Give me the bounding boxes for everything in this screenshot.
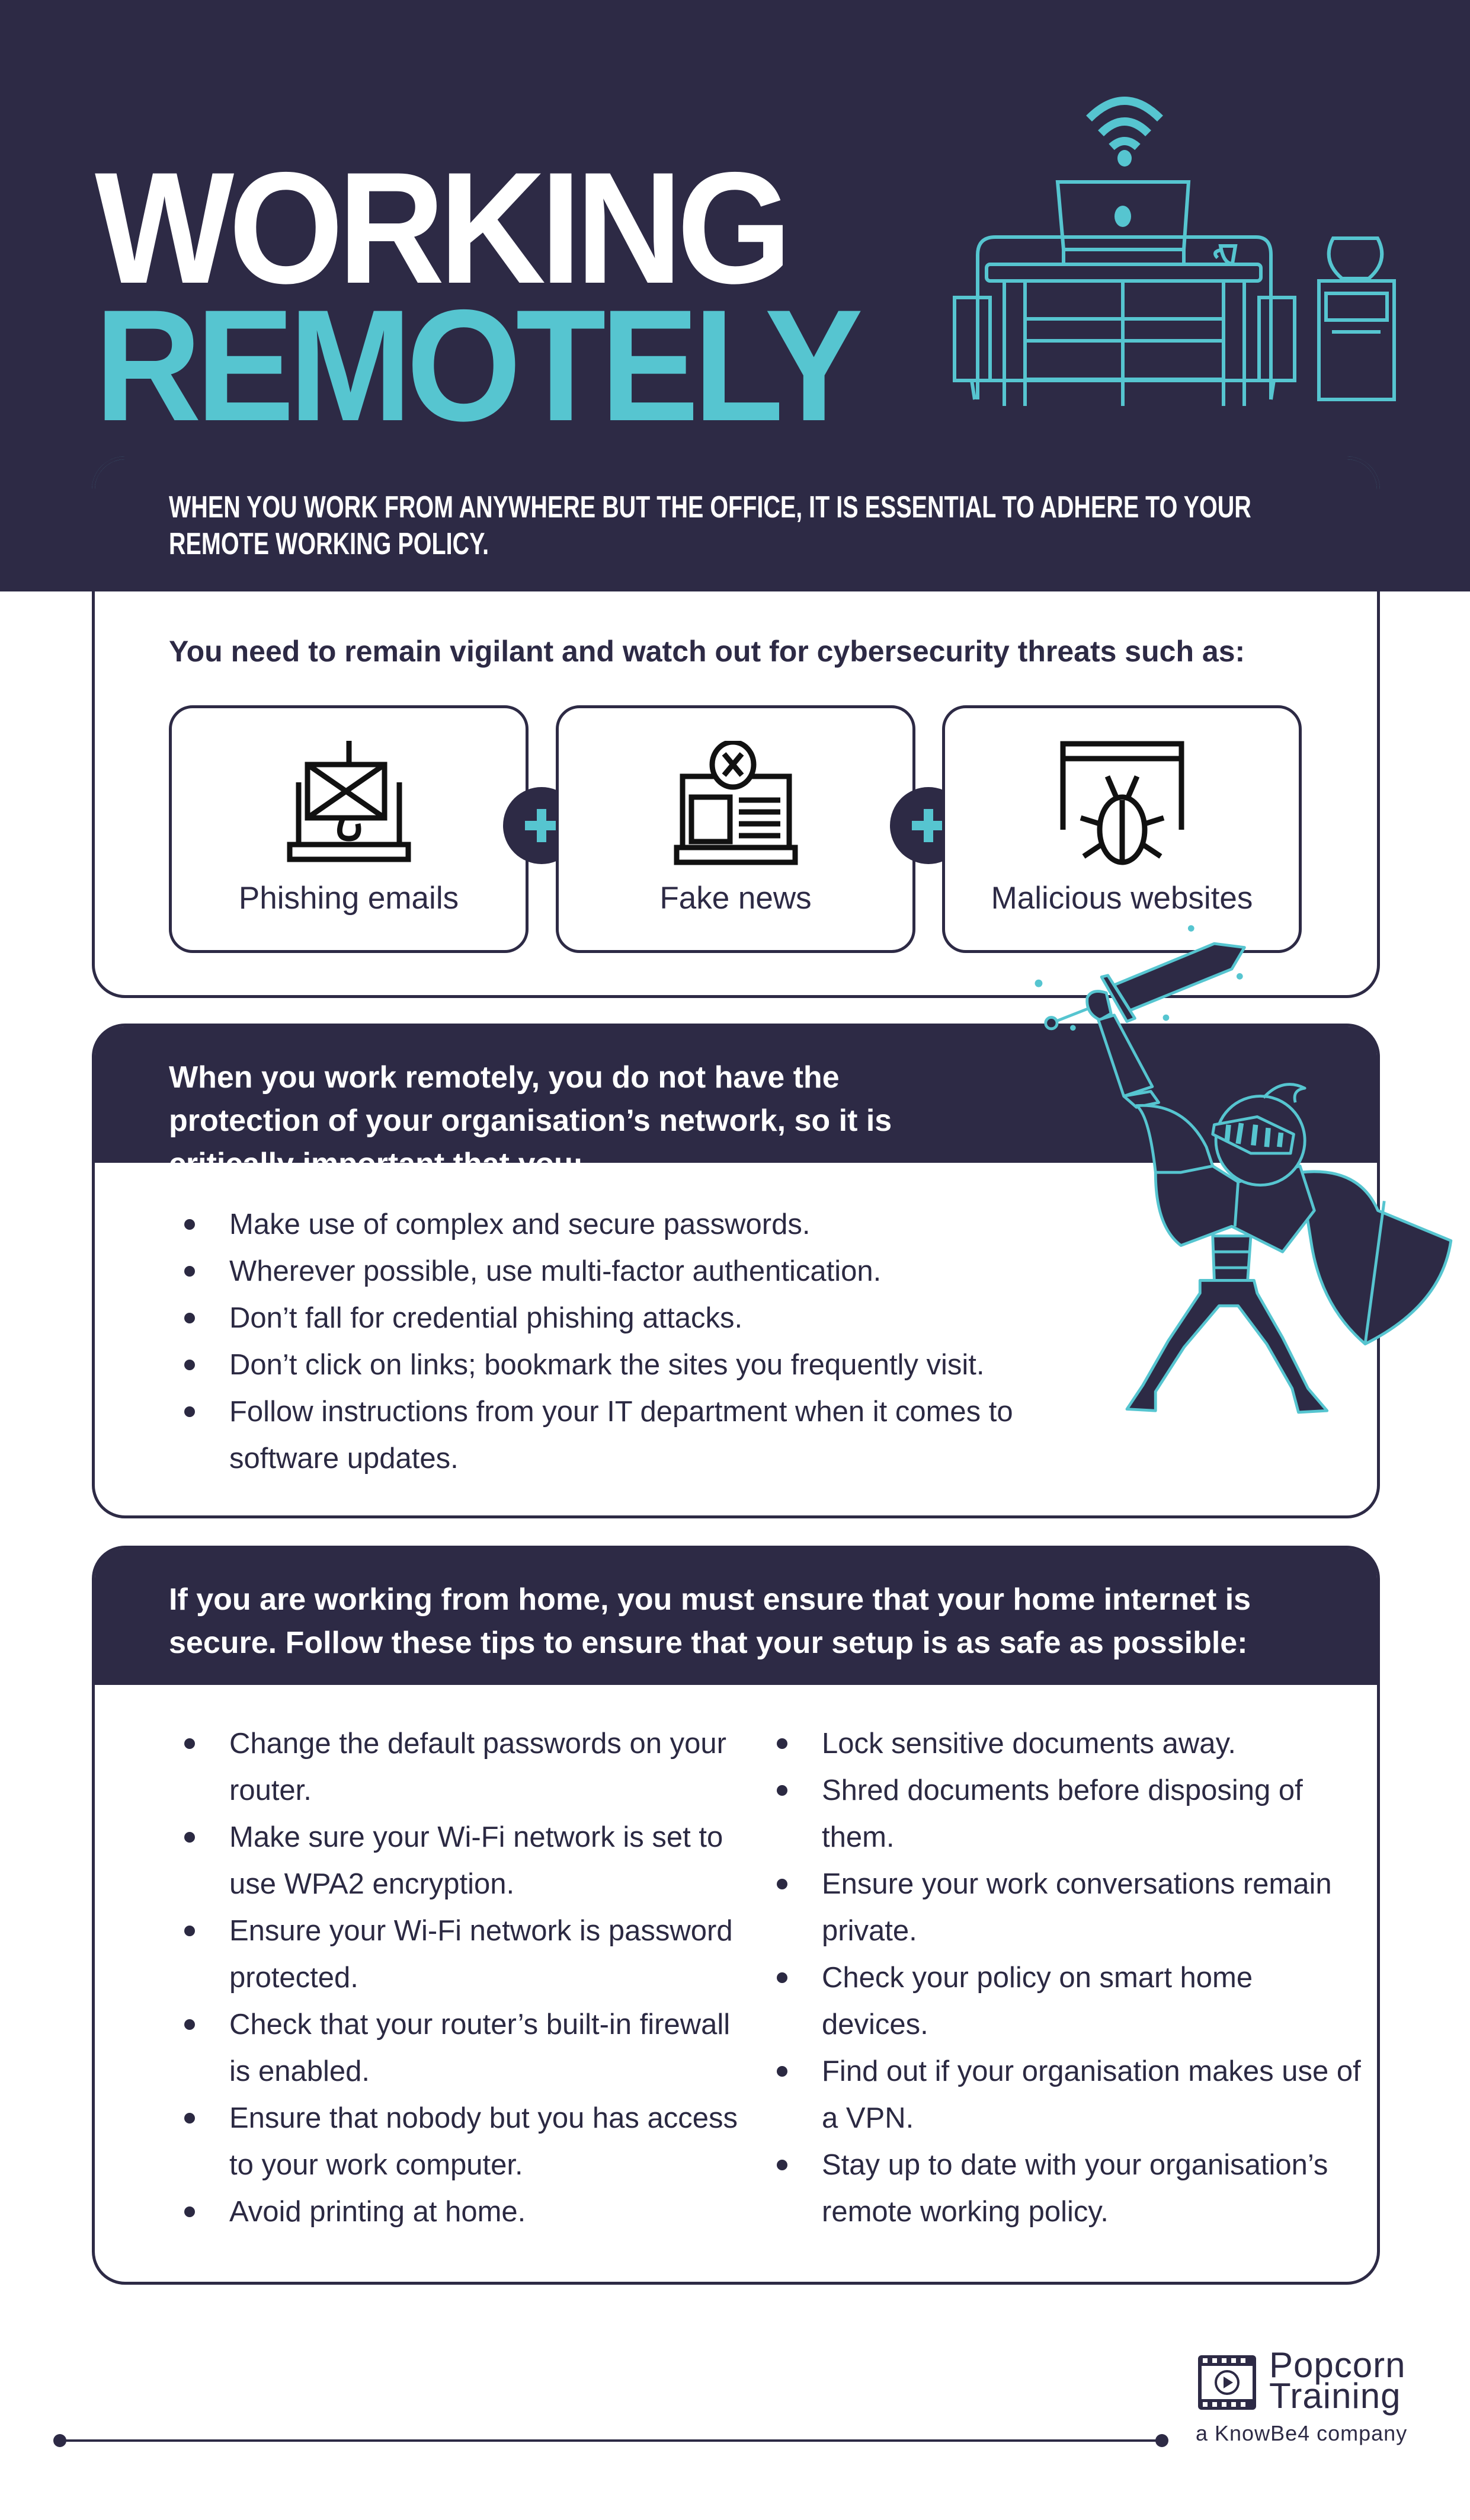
threat-label: Fake news <box>659 881 812 916</box>
threat-label: Malicious websites <box>991 881 1253 916</box>
fishbowl-icon <box>1327 236 1384 334</box>
divider-dot <box>53 2434 66 2447</box>
sparkles <box>1035 925 1243 1031</box>
list-item: Check your policy on smart home devices. <box>773 1955 1366 2048</box>
knight-torso <box>1135 1104 1316 1253</box>
threats-heading: You need to remain vigilant and watch ou… <box>169 635 1245 668</box>
list-item: Find out if your organisation makes use … <box>773 2048 1366 2142</box>
home-list-left: Change the default passwords on your rou… <box>181 1720 744 2236</box>
list-item: Ensure that nobody but you has access to… <box>181 2095 744 2189</box>
threats-card <box>92 456 1380 998</box>
knight-fist <box>1085 990 1113 1022</box>
threat-label: Phishing emails <box>238 881 459 916</box>
brand-line-2: Training <box>1269 2376 1401 2416</box>
list-item: Check that your router’s built-in firewa… <box>181 2001 744 2095</box>
footer-divider <box>59 2439 1161 2442</box>
list-item: Make sure your Wi-Fi network is set to u… <box>181 1814 744 1908</box>
list-item: Change the default passwords on your rou… <box>181 1720 744 1814</box>
threat-phishing-emails: Phishing emails <box>169 705 529 953</box>
threat-malicious-websites: Malicious websites <box>942 705 1302 953</box>
threat-fake-news: Fake news <box>556 705 915 953</box>
knight-legs <box>1125 1279 1329 1414</box>
sword-icon <box>1044 942 1246 1031</box>
knight-waist <box>1211 1234 1253 1282</box>
knight-arm <box>1097 1013 1161 1109</box>
list-item: Don’t click on links; bookmark the sites… <box>181 1342 1093 1389</box>
coffee-cup-icon <box>1213 244 1238 266</box>
brand-line-1: Popcorn <box>1269 2345 1406 2385</box>
remote-desk-illustration <box>953 97 1396 406</box>
list-item: Wherever possible, use multi-factor auth… <box>181 1248 1093 1295</box>
divider-dot <box>1155 2434 1168 2447</box>
brand-name: Popcorn Training <box>1269 2345 1406 2416</box>
knight-illustration <box>1035 925 1453 1414</box>
sofa-arm-left <box>953 296 992 382</box>
home-tips-card: If you are working from home, you must e… <box>92 1546 1380 2285</box>
list-item: Don’t fall for credential phishing attac… <box>181 1295 1093 1342</box>
fake-news-icon <box>674 741 798 865</box>
list-item: Follow instructions from your IT departm… <box>181 1389 1093 1482</box>
film-play-logo-icon <box>1198 2355 1256 2410</box>
remote-list: Make use of complex and secure passwords… <box>181 1201 1093 1482</box>
sofa-arm-right <box>1257 296 1296 382</box>
home-heading: If you are working from home, you must e… <box>95 1549 1377 1685</box>
phishing-email-icon <box>287 741 411 862</box>
list-item: Make use of complex and secure passwords… <box>181 1201 1093 1248</box>
list-item: Lock sensitive documents away. <box>773 1720 1366 1767</box>
title-line-2: REMOTELY <box>95 276 863 454</box>
list-item: Ensure your Wi-Fi network is password pr… <box>181 1908 744 2001</box>
brand-tagline: a KnowBe4 company <box>1196 2421 1408 2445</box>
intro-text: WHEN YOU WORK FROM ANYWHERE BUT THE OFFI… <box>169 490 1251 561</box>
list-item: Shred documents before disposing of them… <box>773 1767 1366 1861</box>
desk-top <box>985 263 1263 283</box>
home-list-right: Lock sensitive documents away. Shred doc… <box>773 1720 1366 2236</box>
list-item: Stay up to date with your organisation’s… <box>773 2142 1366 2236</box>
title-line-1: WORKING <box>95 139 792 316</box>
list-item: Avoid printing at home. <box>181 2189 744 2236</box>
list-item: Ensure your work conversations remain pr… <box>773 1861 1366 1955</box>
laptop-icon <box>1055 180 1191 266</box>
wifi-icon <box>1086 97 1163 167</box>
malicious-website-bug-icon <box>1060 741 1184 865</box>
side-table <box>1317 279 1396 401</box>
sofa-back <box>976 235 1273 399</box>
